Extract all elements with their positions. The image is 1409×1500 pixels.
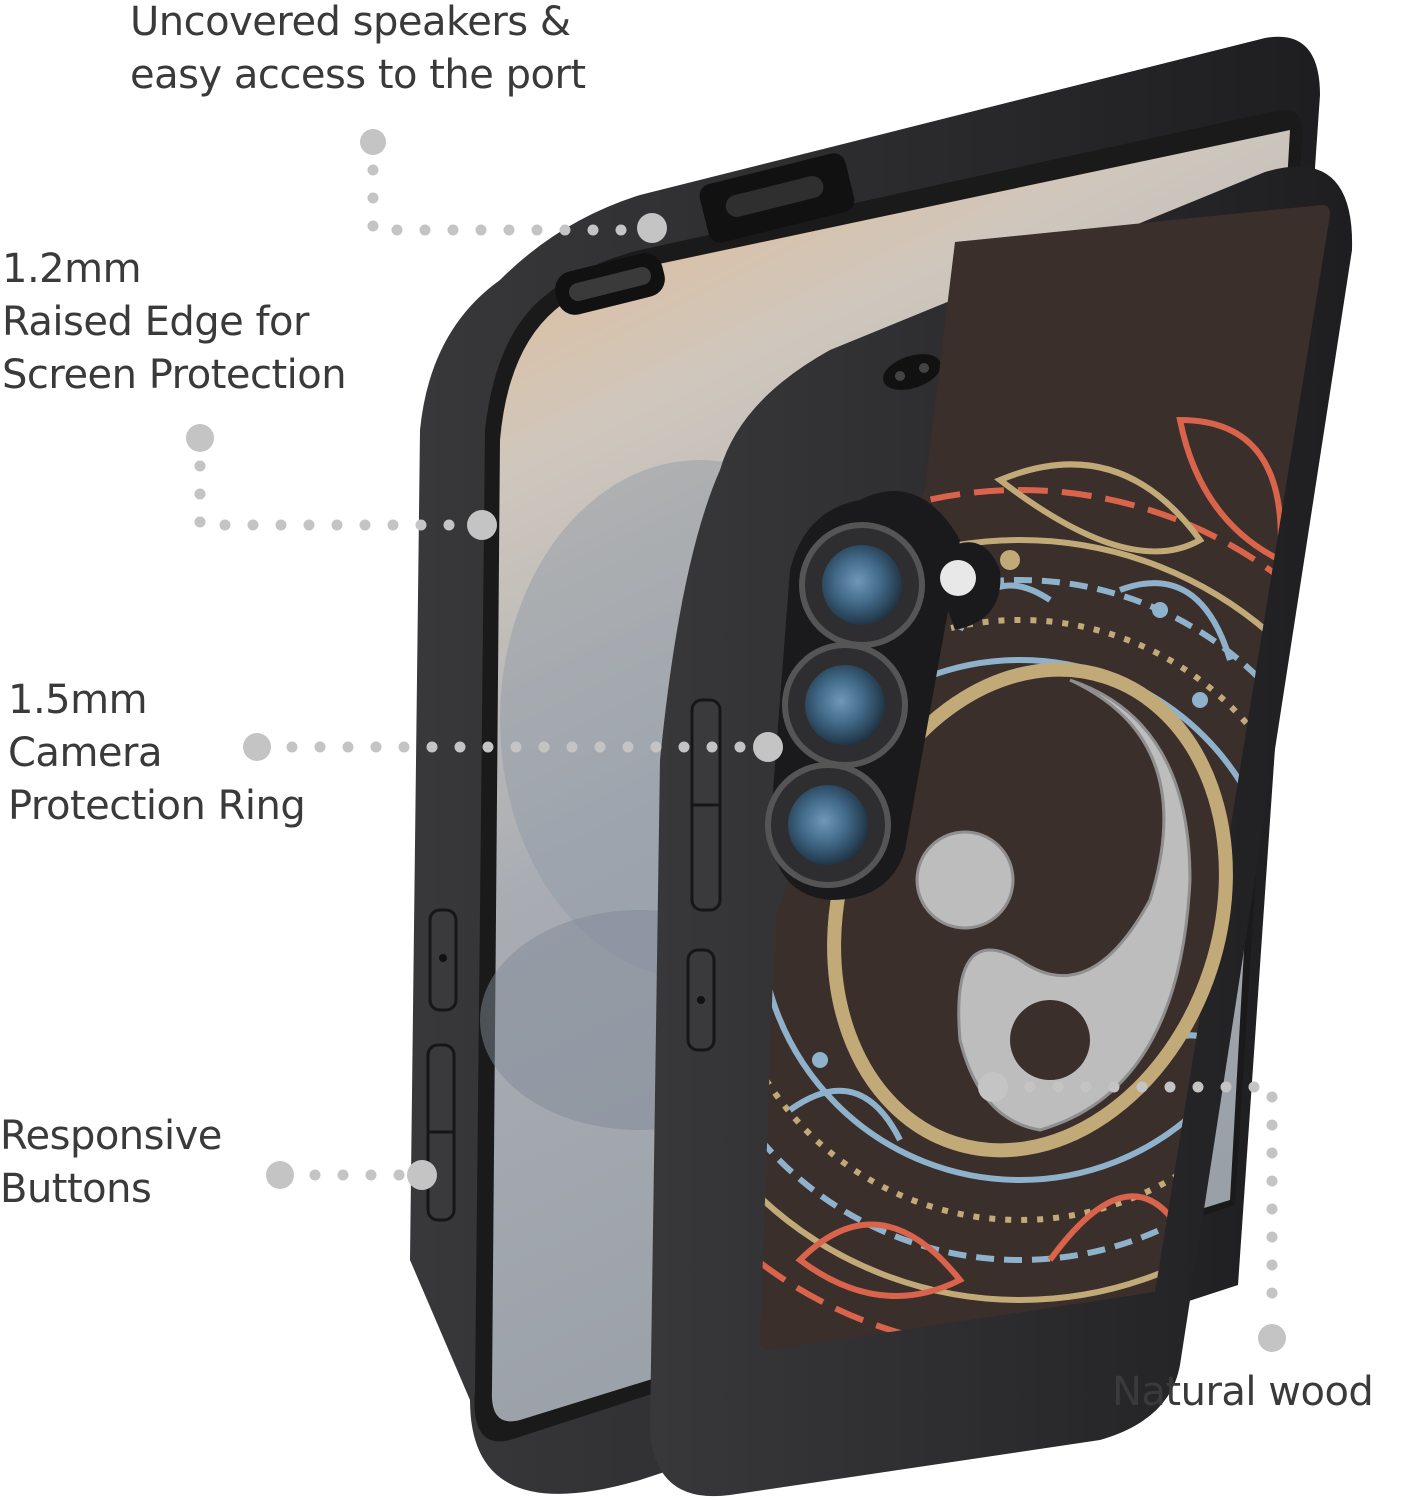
wood-leader bbox=[978, 1072, 1286, 1352]
callout-speakers-line-1: Uncovered speakers & bbox=[130, 0, 571, 45]
callout-camera-ring: 1.5mm Camera Protection Ring bbox=[8, 674, 306, 833]
speaker-grille bbox=[568, 267, 652, 301]
callout-speakers-line-2: easy access to the port bbox=[130, 52, 586, 98]
phone-back-view bbox=[650, 166, 1353, 1497]
callout-raised-edge: 1.2mm Raised Edge for Screen Protection bbox=[2, 243, 347, 402]
camera-lens-middle bbox=[805, 665, 885, 745]
camera-lens-top bbox=[822, 545, 902, 625]
callout-raised-edge-line-1: 1.2mm bbox=[2, 246, 142, 292]
callout-buttons-line-1: Responsive bbox=[0, 1113, 222, 1159]
callout-raised-edge-line-3: Screen Protection bbox=[2, 352, 347, 398]
callout-camera-ring-line-1: 1.5mm bbox=[8, 677, 148, 723]
callout-buttons: Responsive Buttons bbox=[0, 1110, 222, 1216]
callout-speakers: Uncovered speakers & easy access to the … bbox=[130, 0, 586, 102]
camera-lens-bottom bbox=[788, 785, 868, 865]
charging-port bbox=[725, 176, 824, 217]
raised-edge-leader bbox=[186, 424, 497, 540]
callout-camera-ring-line-2: Camera bbox=[8, 730, 162, 776]
microphone-cutout bbox=[883, 354, 941, 390]
callout-raised-edge-line-2: Raised Edge for bbox=[2, 299, 309, 345]
callout-wood: Natural wood bbox=[1112, 1366, 1374, 1419]
yin-yang-dot-dark bbox=[1010, 1000, 1090, 1080]
buttons-leader bbox=[266, 1160, 437, 1190]
callout-camera-ring-line-3: Protection Ring bbox=[8, 783, 306, 829]
speakers-leader bbox=[360, 129, 667, 243]
camera-flash bbox=[940, 560, 976, 596]
callout-wood-line-1: Natural wood bbox=[1112, 1369, 1374, 1415]
camera-module bbox=[765, 491, 1001, 900]
camera-ring-leader bbox=[243, 732, 783, 762]
callout-leaders bbox=[186, 129, 1286, 1352]
callout-buttons-line-2: Buttons bbox=[0, 1166, 152, 1212]
yin-yang-dot-light bbox=[915, 830, 1015, 930]
yin-yang-silver-half bbox=[957, 678, 1192, 1132]
yin-yang-symbol bbox=[827, 662, 1233, 1158]
